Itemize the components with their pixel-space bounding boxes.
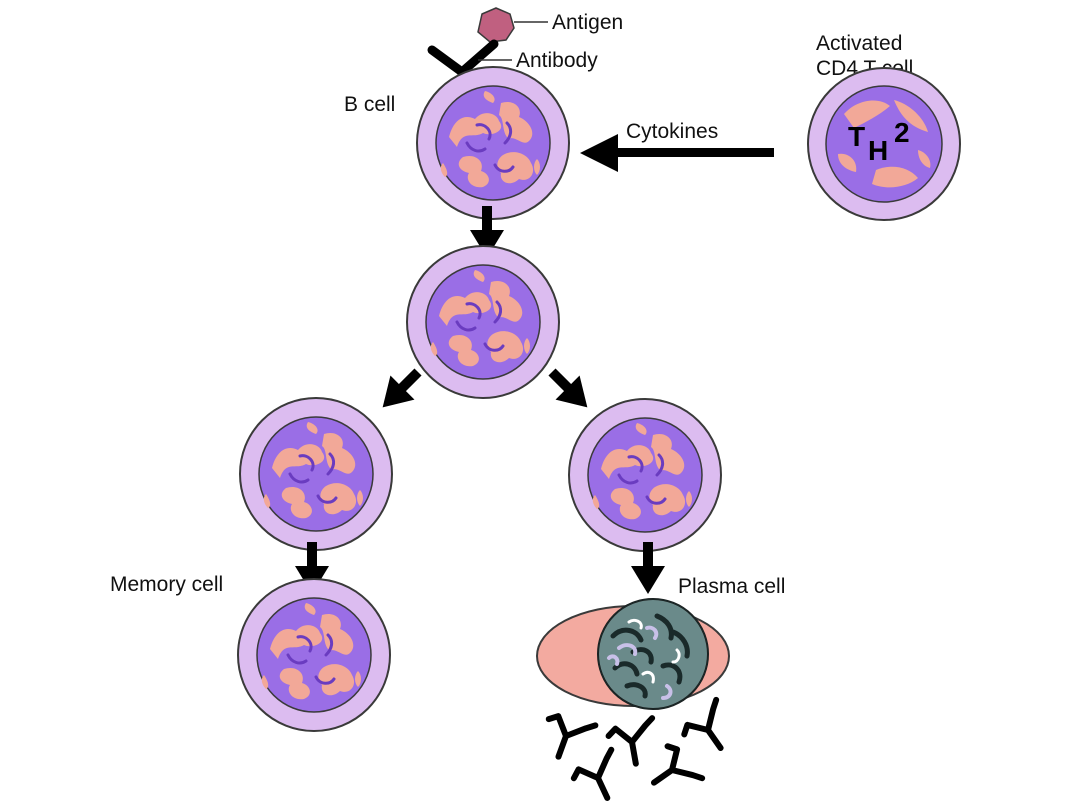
th-number: 2 — [894, 117, 910, 148]
plasma-cell — [536, 598, 730, 710]
plasma-cell-label: Plasma cell — [678, 575, 785, 598]
right-daughter-cell — [569, 399, 721, 551]
th-letter-t: T — [848, 121, 865, 152]
cytokines-arrow — [580, 134, 774, 172]
b-cell-label: B cell — [344, 93, 395, 116]
arrow-to-right-daughter — [548, 368, 588, 408]
antibody-4 — [570, 750, 629, 808]
arrow-to-left-daughter — [382, 368, 422, 408]
cytokines-label: Cytokines — [626, 120, 718, 143]
antibody-3 — [679, 700, 741, 761]
b-cell — [417, 67, 569, 219]
antibody-2 — [607, 718, 660, 767]
memory-cell — [238, 579, 390, 731]
memory-cell-label: Memory cell — [110, 573, 223, 596]
secreted-antibodies — [538, 700, 740, 807]
antigen-shape — [477, 7, 515, 43]
antibody-1 — [538, 710, 596, 765]
antibody-5 — [641, 741, 702, 803]
antigen-label: Antigen — [552, 11, 623, 34]
activated-label-line1: Activated — [816, 32, 902, 55]
th2-cell: T H 2 — [807, 67, 961, 221]
left-daughter-cell — [240, 398, 392, 550]
proliferating-cell — [407, 246, 559, 398]
th-letter-h: H — [868, 135, 888, 166]
antibody-label: Antibody — [516, 49, 598, 72]
